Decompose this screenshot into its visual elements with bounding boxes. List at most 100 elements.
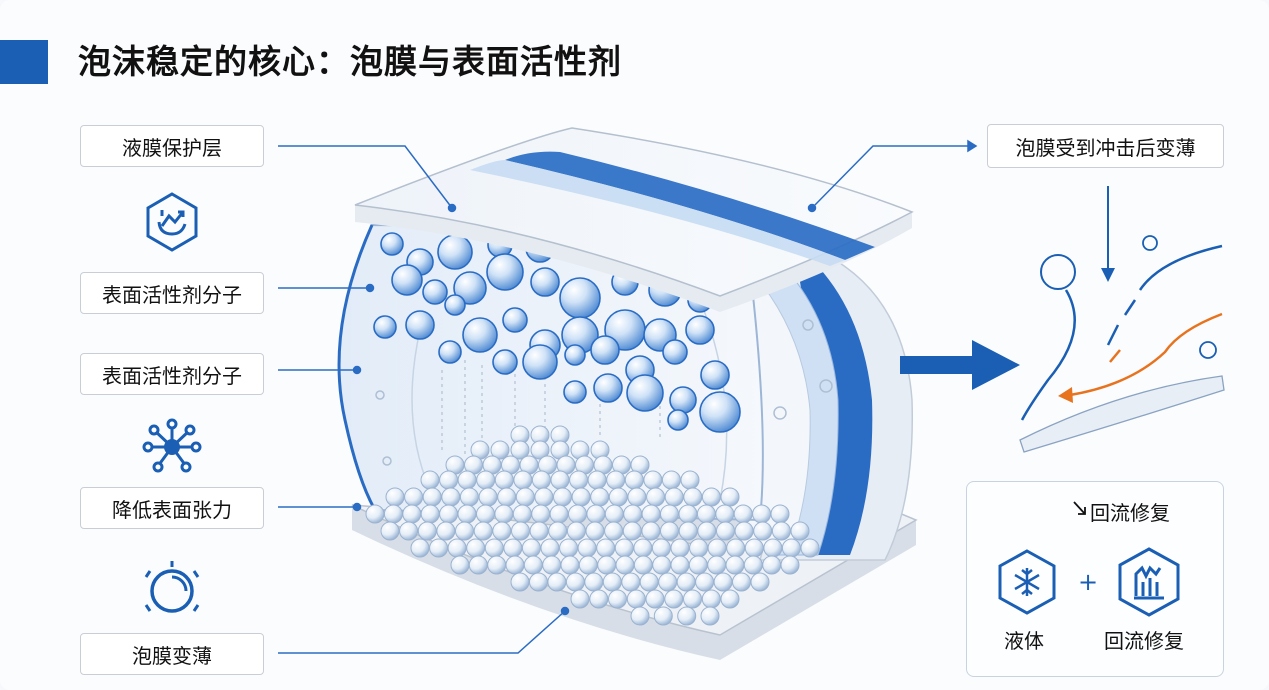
- liquid-particle: [476, 470, 496, 490]
- foam-bubble: [380, 232, 404, 256]
- foam-bubble: [437, 234, 473, 270]
- liquid-particle: [614, 538, 634, 558]
- foam-bubble: [699, 391, 741, 433]
- repair-label-backflow: 回流修复: [1104, 629, 1184, 653]
- liquid-particle: [410, 538, 430, 558]
- liquid-particle: [553, 487, 572, 507]
- liquid-particle: [466, 538, 486, 558]
- liquid-particle: [623, 504, 643, 524]
- liquid-particle: [585, 521, 605, 541]
- liquid-particle: [676, 572, 696, 592]
- liquid-particle: [633, 538, 653, 558]
- liquid-particle: [604, 521, 624, 541]
- liquid-particle: [571, 487, 591, 507]
- liquid-particle: [515, 487, 535, 507]
- liquid-particle: [492, 521, 512, 541]
- foam-bubble: [563, 380, 587, 404]
- liquid-particle: [476, 504, 495, 524]
- liquid-particle: [487, 555, 507, 575]
- liquid-particle: [744, 538, 764, 558]
- label-film-impact: 泡膜受到冲击后变薄: [987, 124, 1224, 168]
- foam-bubble: [559, 277, 601, 319]
- liquid-particle: [701, 589, 721, 609]
- page-title: 泡沫稳定的核心：泡膜与表面活性剂: [78, 42, 622, 81]
- foam-bubble: [590, 335, 620, 365]
- liquid-particle: [752, 504, 772, 524]
- liquid-particle: [716, 521, 735, 541]
- liquid-particle: [683, 589, 702, 609]
- liquid-particle: [653, 606, 673, 626]
- liquid-particle: [645, 589, 665, 609]
- liquid-particle: [597, 555, 617, 575]
- liquid-particle: [689, 538, 709, 558]
- liquid-particle: [510, 440, 530, 460]
- liquid-particle: [660, 504, 679, 524]
- liquid-particle: [542, 555, 562, 575]
- liquid-particle: [459, 487, 479, 507]
- liquid-particle: [800, 538, 820, 558]
- liquid-particle: [781, 538, 801, 558]
- left-callout-lines: [278, 145, 570, 654]
- label-liquid-film: 液膜保护层: [80, 125, 264, 167]
- right-callout-line: [807, 139, 978, 213]
- liquid-particle: [468, 555, 488, 575]
- liquid-particle: [713, 572, 733, 592]
- liquid-particle: [503, 538, 523, 558]
- liquid-particle: [604, 504, 624, 524]
- liquid-particle: [473, 521, 493, 541]
- liquid-particle: [664, 487, 684, 507]
- repair-arrow-icon: [1073, 501, 1086, 515]
- label-surfactant-1: 表面活性剂分子: [80, 272, 264, 314]
- liquid-particle: [490, 440, 510, 460]
- foam-bubble: [700, 360, 730, 390]
- liquid-particle: [436, 521, 456, 541]
- liquid-particle: [770, 504, 790, 524]
- liquid-particle: [697, 521, 717, 541]
- label-film-thinning: 泡膜变薄: [80, 633, 264, 675]
- liquid-particle: [733, 504, 753, 524]
- liquid-particle: [683, 487, 703, 507]
- liquid-particle: [688, 555, 708, 575]
- liquid-particle: [420, 470, 440, 490]
- liquid-particle: [771, 521, 791, 541]
- liquid-particle: [596, 538, 616, 558]
- foam-bubble: [530, 267, 560, 297]
- liquid-particle: [568, 504, 587, 524]
- foam-bubble: [438, 340, 462, 364]
- liquid-particle: [478, 487, 498, 507]
- liquid-particle: [660, 521, 679, 541]
- title-accent-bar: [0, 40, 48, 84]
- liquid-particle: [695, 572, 715, 592]
- liquid-particle: [680, 470, 700, 490]
- liquid-particle: [523, 555, 543, 575]
- liquid-particle: [790, 521, 810, 541]
- liquid-particle: [429, 538, 449, 558]
- liquid-particle: [643, 470, 663, 490]
- liquid-particle: [547, 572, 567, 592]
- liquid-particle: [725, 555, 745, 575]
- liquid-particle: [578, 555, 598, 575]
- impact-illustration: [1019, 186, 1225, 453]
- ring-icon: [144, 561, 200, 613]
- liquid-particle: [447, 538, 467, 558]
- liquid-particle: [513, 470, 533, 490]
- foam-bubble: [669, 386, 697, 414]
- liquid-particle: [707, 555, 727, 575]
- liquid-particle: [565, 572, 585, 592]
- foam-bubble: [486, 253, 524, 291]
- liquid-particle: [529, 572, 548, 592]
- repair-panel: [966, 481, 1224, 677]
- foam-bubble: [391, 264, 423, 296]
- liquid-particle: [753, 521, 773, 541]
- liquid-particle: [707, 538, 727, 558]
- liquid-particle: [549, 504, 569, 524]
- repair-label-liquid: 液体: [1004, 629, 1044, 653]
- liquid-particle: [550, 470, 570, 490]
- liquid-particle: [658, 572, 678, 592]
- cylinder-shells: [703, 227, 914, 561]
- liquid-particle: [484, 538, 504, 558]
- foam-bubble: [685, 315, 715, 345]
- bar-chart-hex-icon: [1118, 547, 1180, 617]
- liquid-particle: [630, 606, 650, 626]
